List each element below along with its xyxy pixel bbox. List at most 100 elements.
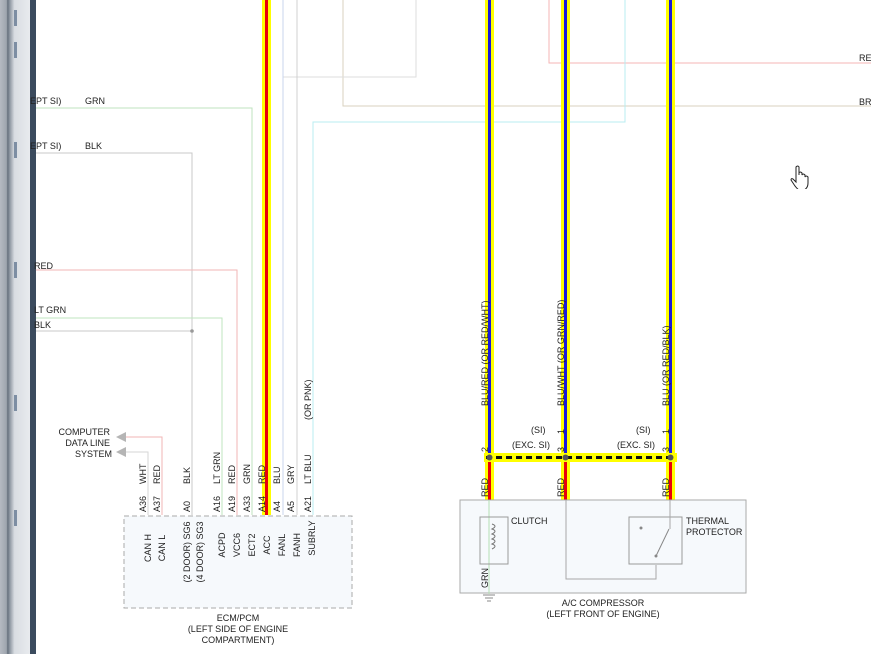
- wire-brn: [342, 0, 871, 107]
- ecm-wire-color: RED: [152, 464, 162, 484]
- sidebar-marker: [14, 510, 17, 526]
- pin-dot: [667, 454, 674, 461]
- ecm-signal: (4 DOOR) SG3: [195, 521, 205, 582]
- ecm-location-2: COMPARTMENT): [202, 635, 275, 645]
- switch-dot-icon: [654, 554, 658, 558]
- hand-pointer-icon: [790, 165, 809, 189]
- pin-dot: [486, 454, 493, 461]
- ecm-pin: A14: [257, 496, 267, 512]
- pin-number: 2: [480, 447, 490, 452]
- switch-dot-icon: [639, 526, 643, 530]
- highlighted-wire-2[interactable]: [561, 0, 570, 500]
- compressor-lower-color: RED: [661, 477, 671, 497]
- variant-si: (SI): [531, 425, 546, 435]
- pin-number: 3: [661, 447, 671, 452]
- ecm-wire-color: WHT: [138, 463, 148, 484]
- ecm-wire-color: LT BLU: [303, 454, 313, 484]
- computer-line-3: SYSTEM: [75, 449, 112, 459]
- ecm-signal: ACPD: [217, 532, 227, 558]
- compressor-title: A/C COMPRESSOR: [562, 598, 645, 608]
- highlighted-wire-acc[interactable]: [262, 0, 271, 515]
- thermal-box: [628, 516, 683, 565]
- wire-can-h: [122, 451, 149, 515]
- ecm-signal: CAN L: [157, 535, 167, 562]
- ecm-signal: (2 DOOR) SG6: [182, 521, 192, 582]
- sidebar-marker: [14, 142, 17, 158]
- ecm-signal: FANL: [277, 534, 287, 557]
- wire-lt-grn: [36, 317, 223, 515]
- ecm-title: ECM/PCM: [217, 613, 260, 623]
- ecm-pin: A16: [212, 496, 222, 512]
- ecm-wire-color: RED: [257, 464, 267, 484]
- ecm-signal: ECT2: [247, 533, 257, 556]
- ecm-alt-color: (OR PNK): [303, 379, 313, 420]
- left-color-1: GRN: [85, 96, 105, 106]
- clutch-label: CLUTCH: [511, 516, 548, 526]
- pin-number: 3: [556, 447, 566, 452]
- compressor-wire-color: BLU/WHT (OR GRN/RED): [556, 300, 566, 406]
- ecm-wire-color: GRY: [286, 465, 296, 484]
- left-color-5: BLK: [34, 320, 51, 330]
- left-color-2: BLK: [85, 141, 102, 151]
- compressor-inner-wire: [565, 500, 657, 580]
- ground-icon: [483, 594, 495, 602]
- thermal-label-1: THERMAL: [686, 516, 729, 526]
- wire-red-right: [548, 0, 871, 64]
- ecm-pin: A4: [272, 501, 282, 512]
- compressor-lower-color: RED: [556, 477, 566, 497]
- compressor-wire-color: BLU/RED (OR RED/WHT): [480, 300, 490, 406]
- wire-blk: [36, 152, 193, 515]
- highlighted-wire-1[interactable]: [485, 0, 494, 500]
- ecm-pin: A5: [286, 501, 296, 512]
- ecm-wire-color: RED: [227, 464, 237, 484]
- wire-can-l: [122, 436, 163, 515]
- left-color-4: LT GRN: [34, 305, 66, 315]
- right-label-brn: BR: [859, 97, 871, 107]
- ecm-location: (LEFT SIDE OF ENGINE: [188, 624, 288, 634]
- pin-dot: [562, 454, 569, 461]
- ecm-pin: A21: [303, 496, 313, 512]
- pin-number: 1: [556, 429, 566, 434]
- ecm-signal: CAN H: [143, 534, 153, 562]
- ecm-wire-color: LT GRN: [212, 452, 222, 484]
- variant-si: (SI): [636, 425, 651, 435]
- ecm-wire-color: BLU: [272, 466, 282, 484]
- thermal-label-2: PROTECTOR: [686, 527, 743, 537]
- compressor-lower-color: RED: [480, 477, 490, 497]
- ecm-wire-color: BLK: [182, 467, 192, 484]
- left-prefix-2: EPT SI): [30, 141, 61, 151]
- splice-point: [190, 329, 194, 333]
- computer-line-2: DATA LINE: [65, 438, 110, 448]
- ecm-pin: A19: [227, 496, 237, 512]
- wire-red: [36, 269, 238, 515]
- ecm-pin: A33: [242, 496, 252, 512]
- wire-gray-top: [283, 0, 417, 78]
- pin-number: 1: [661, 429, 671, 434]
- arrow-icon: [116, 432, 126, 442]
- ground-wire-color: GRN: [480, 568, 490, 588]
- sidebar-marker: [14, 262, 17, 278]
- ecm-wire-color: GRN: [242, 464, 252, 484]
- left-color-3: RED: [34, 261, 54, 271]
- compressor-location: (LEFT FRONT OF ENGINE): [546, 609, 659, 619]
- ecm-pin: A37: [152, 496, 162, 512]
- highlighted-wire-3[interactable]: [666, 0, 675, 500]
- wire-lt-blu: [312, 0, 626, 515]
- ecm-signal: ACC: [262, 535, 272, 555]
- wire-grn: [36, 107, 253, 515]
- compressor-wire-color: BLU (OR RED/BLK): [661, 325, 671, 406]
- ecm-box[interactable]: [123, 515, 353, 609]
- clutch-box: [479, 516, 509, 565]
- arrow-icon: [116, 447, 126, 457]
- ecm-signal: VCC6: [232, 533, 242, 557]
- switch-arm-icon: [655, 528, 670, 557]
- ecm-signal: FANH: [292, 533, 302, 557]
- ecm-pin: A0: [182, 501, 192, 512]
- sidebar-edge: [30, 0, 36, 654]
- sidebar-marker: [14, 42, 17, 58]
- variant-exc: (EXC. SI): [617, 440, 655, 450]
- ecm-signal: SUBRLY: [307, 520, 317, 555]
- sidebar-marker: [14, 395, 17, 411]
- sidebar-marker: [14, 10, 17, 26]
